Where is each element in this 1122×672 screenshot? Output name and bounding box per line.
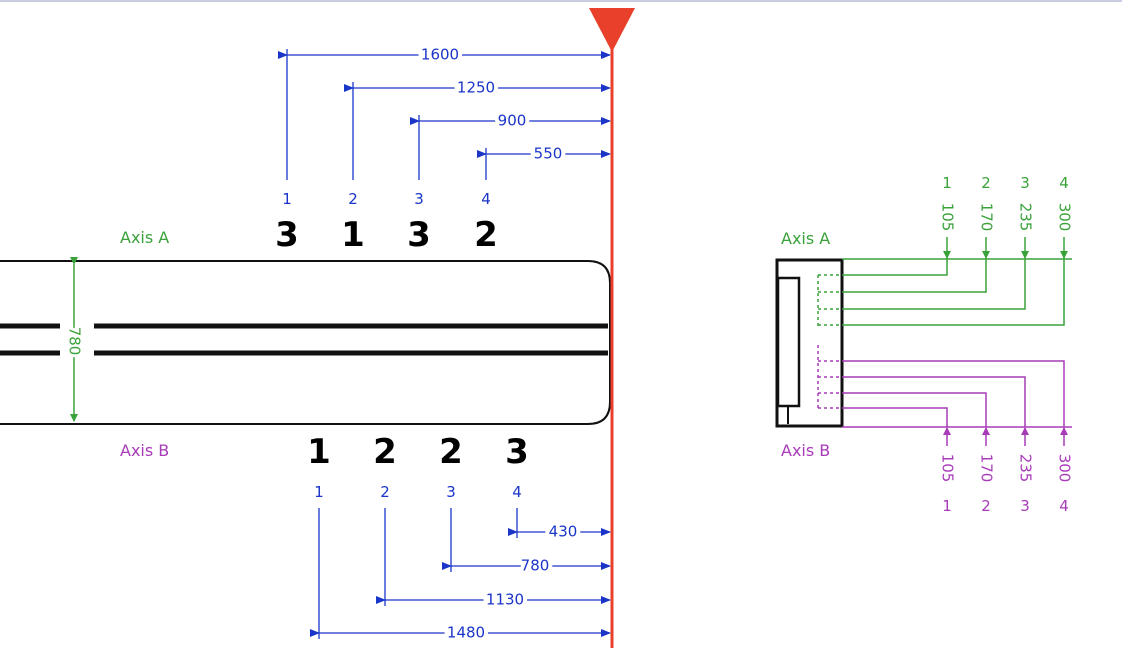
position-index: 4 [512,483,522,501]
axis-b-dimensions: 1 1 1480 2 2 1130 2 3 780 3 4 430 [307,432,611,646]
side-axis-b-label: Axis B [781,441,830,460]
position-index: 3 [446,483,456,501]
dimension-label: 900 [498,112,527,130]
position-index: 4 [481,190,491,208]
side-slot-index: 4 [1059,174,1069,192]
tool-number: 2 [439,432,463,472]
side-connector-line [842,258,1026,310]
dimension-label: 1480 [447,624,485,642]
tool-number: 3 [505,432,529,472]
side-view: Axis A Axis B 1 105 2 170 3 235 4 300 105 1 170 2 23… [775,174,1074,515]
board-width-label: 780 [66,327,84,356]
side-slot-value: 235 [1017,454,1035,483]
position-index: 3 [414,190,424,208]
board-width-dimension: 780 [63,257,87,422]
tool-number: 2 [474,215,498,255]
tool-number: 3 [407,215,431,255]
side-slot-value: 300 [1056,203,1074,232]
board-outline [0,260,611,425]
side-axis-a-label: Axis A [781,229,830,248]
dimension-label: 550 [534,145,563,163]
position-index: 1 [314,483,324,501]
side-slot-value: 170 [978,203,996,232]
side-slot-value: 170 [978,454,996,483]
tool-number: 3 [275,215,299,255]
side-connector-line [842,407,948,427]
side-slot-value: 105 [939,203,957,232]
dimension-label: 1130 [486,591,524,609]
side-slot-index: 2 [981,174,991,192]
axis-a-dimensions: 1600 1 3 1250 2 1 900 3 3 550 4 2 [275,42,611,255]
side-view-inner-block [776,276,801,408]
tool-number: 2 [373,432,397,472]
dimension-label: 430 [549,523,578,541]
position-index: 1 [282,190,292,208]
position-index: 2 [380,483,390,501]
reference-edge [589,8,635,648]
side-slot-index: 1 [942,174,952,192]
axis-b-label: Axis B [120,441,169,460]
axis-a-label: Axis A [120,228,169,247]
side-connector-line [842,360,1065,427]
side-slot-value: 300 [1056,454,1074,483]
side-slot-index: 2 [981,497,991,515]
reference-triangle-icon [589,8,635,52]
side-connector-line [842,258,1065,326]
side-slot-index: 3 [1020,497,1030,515]
side-connector-line [842,376,1026,427]
tool-number: 1 [341,215,365,255]
side-slot-value: 235 [1017,203,1035,232]
board [0,260,611,425]
position-index: 2 [348,190,358,208]
side-connector-line [842,392,987,427]
side-slot-index: 3 [1020,174,1030,192]
side-slot-value: 105 [939,454,957,483]
dimension-label: 1250 [457,79,495,97]
side-connector-line [842,258,987,293]
tool-number: 1 [307,432,331,472]
dimension-label: 1600 [421,46,459,64]
side-slot-index: 1 [942,497,952,515]
side-connector-line [842,258,948,276]
top-border [0,0,1122,2]
side-slot-index: 4 [1059,497,1069,515]
dimension-label: 780 [521,557,550,575]
